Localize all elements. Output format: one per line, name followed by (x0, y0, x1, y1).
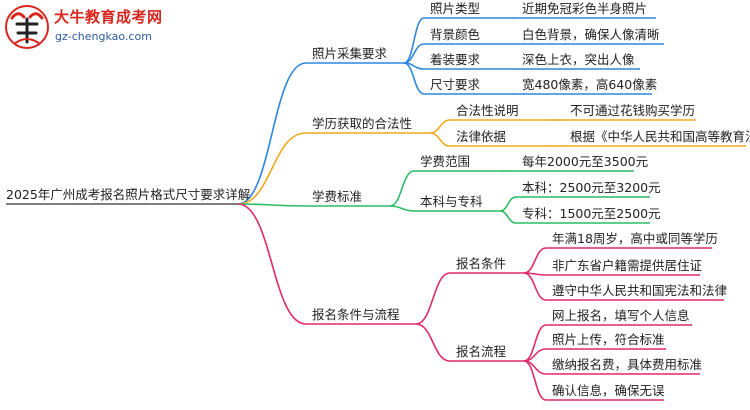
leaf-0-0: 近期免冠彩色半身照片 (522, 1, 647, 16)
link-branch-1-child-1 (429, 132, 451, 147)
bull-logo-icon (5, 5, 49, 49)
site-logo[interactable]: 大牛教育成考网 gz-chengkao.com (4, 4, 179, 52)
branch-1-label: 学历获取的合法性 (312, 116, 412, 131)
link-branch-3-child-0 (415, 272, 451, 325)
link-leaf-2-1-1 (499, 210, 517, 224)
leaf-0-2: 深色上衣，突出人像 (522, 52, 635, 67)
root-node-label: 2025年广州成考报名照片格式尺寸要求详解 (6, 187, 250, 202)
branch-2-child-1-label: 本科与专科 (420, 194, 483, 209)
link-branch-0-child-0 (403, 17, 425, 64)
branch-0-child-2-label: 着装要求 (430, 52, 481, 67)
leaf-2-1-1: 专科：1500元至2500元 (522, 206, 661, 221)
logo-url: gz-chengkao.com (55, 30, 152, 43)
mind-map-nodes: 2025年广州成考报名照片格式尺寸要求详解 照片采集要求 照片类型 近期免冠彩色半身照… (6, 1, 750, 398)
link-root-branch-2 (237, 203, 307, 207)
leaf-2-1-0: 本科：2500元至3200元 (522, 180, 661, 195)
link-leaf-3-0-0 (523, 247, 547, 274)
leaf-3-1-3: 确认信息，确保无误 (552, 383, 665, 398)
branch-2-label: 学费标准 (312, 189, 362, 204)
branch-3-label: 报名条件与流程 (312, 307, 400, 322)
link-branch-0-child-3 (403, 62, 425, 95)
branch-1-child-0-label: 合法性说明 (456, 103, 519, 118)
branch-3-child-1-label: 报名流程 (456, 344, 507, 359)
link-branch-1-child-0 (429, 119, 451, 134)
branch-2-child-0-label: 学费范围 (420, 154, 470, 169)
link-root-branch-3 (237, 203, 307, 325)
branch-3-child-0-label: 报名条件 (456, 256, 506, 271)
leaf-3-0-1: 非广东省户籍需提供居住证 (552, 258, 703, 273)
link-root-branch-0 (237, 62, 307, 205)
mind-map-links (6, 17, 746, 401)
branch-1-child-1-label: 法律依据 (456, 129, 506, 144)
branch-0-child-3-label: 尺寸要求 (430, 77, 481, 92)
link-root-branch-1 (237, 132, 307, 205)
link-branch-0-child-1 (403, 43, 425, 64)
leaf-3-0-0: 年满18周岁，高中或同等学历 (552, 231, 718, 246)
leaf-3-1-0: 网上报名，填写个人信息 (552, 308, 690, 323)
link-leaf-3-0-2 (523, 272, 547, 301)
link-leaf-2-1-0 (499, 196, 517, 212)
leaf-3-0-2: 遵守中华人民共和国宪法和法律 (552, 283, 727, 298)
leaf-1-0: 不可通过花钱购买学历 (570, 103, 695, 118)
link-branch-2-child-0 (389, 170, 415, 207)
leaf-1-1: 根据《中华人民共和国高等教育法》 (570, 129, 750, 144)
link-branch-2-child-1 (389, 205, 415, 212)
branch-0-label: 照片采集要求 (312, 46, 388, 61)
leaf-2-0: 每年2000元至3500元 (522, 154, 648, 169)
branch-0-child-1-label: 背景颜色 (430, 27, 481, 42)
branch-0-child-0-label: 照片类型 (430, 1, 480, 16)
leaf-3-1-1: 照片上传，符合标准 (552, 332, 665, 347)
leaf-0-3: 宽480像素，高640像素 (522, 77, 657, 92)
leaf-0-1: 白色背景，确保人像清晰 (522, 27, 660, 42)
leaf-3-1-2: 缴纳报名费，具体费用标准 (552, 357, 702, 372)
link-branch-3-child-1 (415, 323, 451, 362)
link-leaf-3-1-3 (523, 360, 547, 401)
logo-title: 大牛教育成考网 (54, 8, 163, 26)
